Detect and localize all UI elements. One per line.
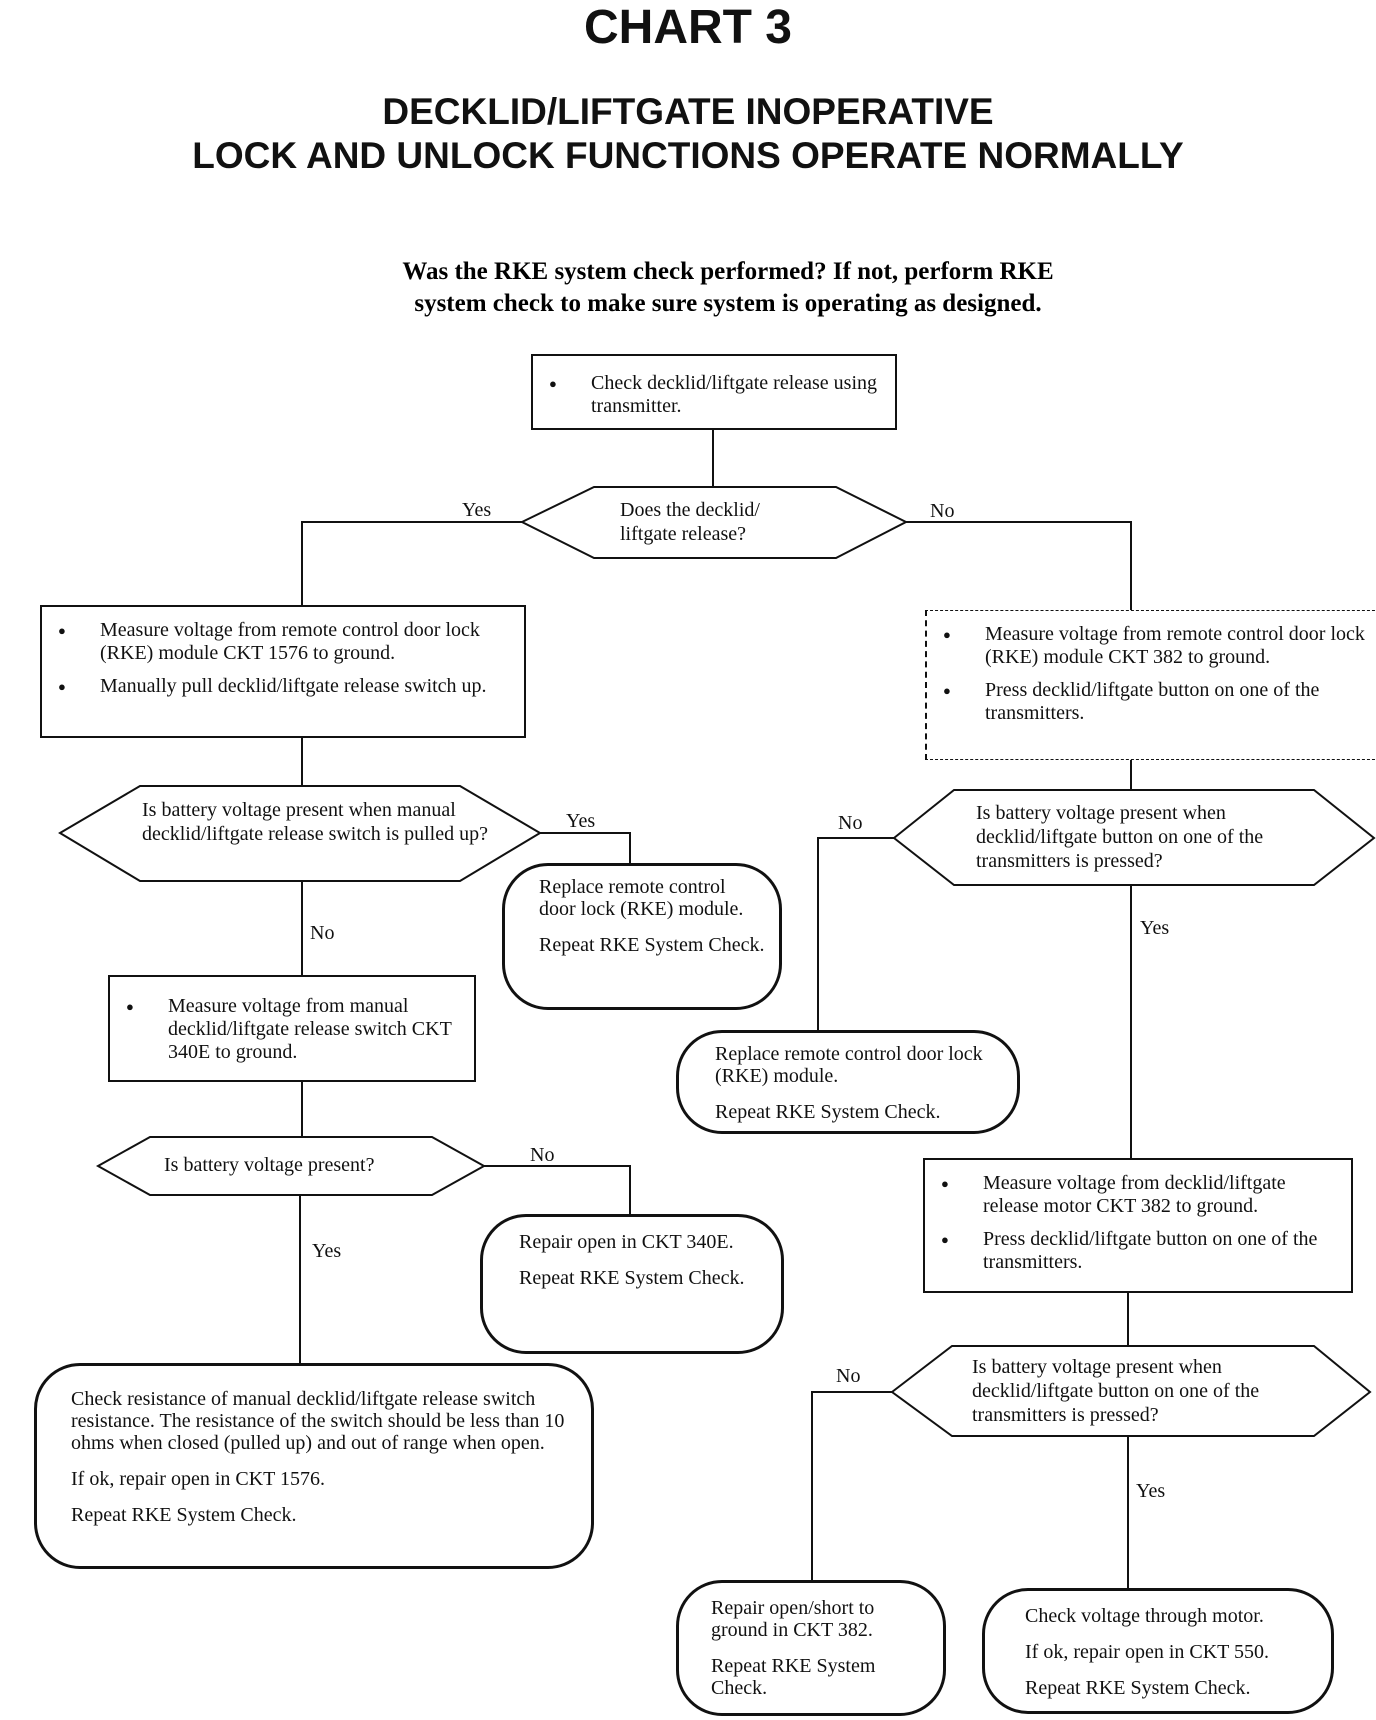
transmitter-yes-label: Yes <box>1140 917 1170 939</box>
motor-no-label: No <box>836 1365 861 1387</box>
present-no-label: No <box>530 1144 555 1166</box>
check-motor-line-1: Check voltage through motor. <box>1025 1605 1264 1627</box>
switch-yes-label: Yes <box>566 810 596 832</box>
intro-line-1: Was the RKE system check performed? If n… <box>402 258 1054 285</box>
release-yes-label: Yes <box>462 499 492 521</box>
right-replace-module-terminal: Replace remote control door lock (RKE) m… <box>676 1030 1020 1134</box>
left-replace-module-terminal: Replace remote control door lock (RKE) m… <box>502 863 782 1010</box>
motor-no-line <box>811 1391 892 1580</box>
repair-340e-line-2: Repeat RKE System Check. <box>519 1267 745 1289</box>
switch-yes-line <box>540 832 631 863</box>
check-motor-line-3: Repeat RKE System Check. <box>1025 1677 1251 1699</box>
subtitle-line-2: LOCK AND UNLOCK FUNCTIONS OPERATE NORMAL… <box>192 135 1184 176</box>
repair-382-line-2: Repeat RKE System Check. <box>711 1655 876 1699</box>
repair-382-line-1: Repair open/short to ground in CKT 382. <box>711 1597 875 1641</box>
decision-motor-text: Is battery voltage present when decklid/… <box>972 1356 1260 1426</box>
transmitter-no-line <box>817 837 894 1030</box>
left-replace-line-2: Repeat RKE System Check. <box>539 934 765 956</box>
repair-382-terminal: Repair open/short to ground in CKT 382. … <box>676 1580 946 1716</box>
start-check-box: Check decklid/liftgate release using tra… <box>531 354 897 430</box>
right-replace-line-1: Replace remote control door lock (RKE) m… <box>715 1043 983 1087</box>
start-check-item: Check decklid/liftgate release using tra… <box>533 372 887 418</box>
right-measure-box: Measure voltage from remote control door… <box>925 610 1376 760</box>
check-motor-line-2: If ok, repair open in CKT 550. <box>1025 1641 1270 1663</box>
check-resistance-line-3: Repeat RKE System Check. <box>71 1504 297 1526</box>
repair-340e-line-1: Repair open in CKT 340E. <box>519 1231 734 1253</box>
measure-motor-box: Measure voltage from decklid/liftgate re… <box>923 1158 1353 1293</box>
chart-title: CHART 3 <box>583 1 792 54</box>
check-resistance-line-1: Check resistance of manual decklid/liftg… <box>71 1388 565 1454</box>
right-measure-item-2: Press decklid/liftgate button on one of … <box>927 679 1373 725</box>
measure-340e-item: Measure voltage from manual decklid/lift… <box>110 995 468 1064</box>
measure-motor-item-1: Measure voltage from decklid/liftgate re… <box>925 1172 1343 1218</box>
subtitle-line-1: DECKLID/LIFTGATE INOPERATIVE <box>382 91 994 132</box>
right-replace-line-2: Repeat RKE System Check. <box>715 1101 941 1123</box>
decision-present-text: Is battery voltage present? <box>164 1154 375 1176</box>
check-motor-terminal: Check voltage through motor. If ok, repa… <box>982 1588 1334 1714</box>
release-yes-line <box>301 521 522 605</box>
right-measure-item-1: Measure voltage from remote control door… <box>927 623 1373 669</box>
measure-motor-item-2: Press decklid/liftgate button on one of … <box>925 1228 1343 1274</box>
release-no-line <box>906 521 1132 610</box>
decision-switch-text: Is battery voltage present when manual d… <box>142 799 488 845</box>
repair-340e-terminal: Repair open in CKT 340E. Repeat RKE Syst… <box>480 1214 784 1354</box>
release-no-label: No <box>930 500 955 522</box>
measure-340e-box: Measure voltage from manual decklid/lift… <box>108 975 476 1082</box>
present-yes-label: Yes <box>312 1240 342 1262</box>
left-measure-box: Measure voltage from remote control door… <box>40 605 526 738</box>
check-resistance-line-2: If ok, repair open in CKT 1576. <box>71 1468 326 1490</box>
chart-subtitle: DECKLID/LIFTGATE INOPERATIVE LOCK AND UN… <box>0 90 1376 178</box>
decision-motor-shape <box>890 1345 1372 1437</box>
left-measure-item-1: Measure voltage from remote control door… <box>42 619 516 665</box>
intro-question: Was the RKE system check performed? If n… <box>288 256 1168 320</box>
motor-yes-label: Yes <box>1136 1480 1166 1502</box>
decision-transmitter-shape <box>892 789 1376 886</box>
left-replace-line-1: Replace remote control door lock (RKE) m… <box>539 876 744 920</box>
transmitter-no-label: No <box>838 812 863 834</box>
left-measure-item-2: Manually pull decklid/liftgate release s… <box>42 675 516 698</box>
intro-line-2: system check to make sure system is oper… <box>414 290 1042 317</box>
check-resistance-terminal: Check resistance of manual decklid/liftg… <box>34 1363 594 1569</box>
switch-no-label: No <box>310 922 335 944</box>
decision-release-text: Does the decklid/ liftgate release? <box>620 499 760 545</box>
decision-transmitter-text: Is battery voltage present when decklid/… <box>976 802 1264 872</box>
present-no-line <box>484 1165 631 1214</box>
